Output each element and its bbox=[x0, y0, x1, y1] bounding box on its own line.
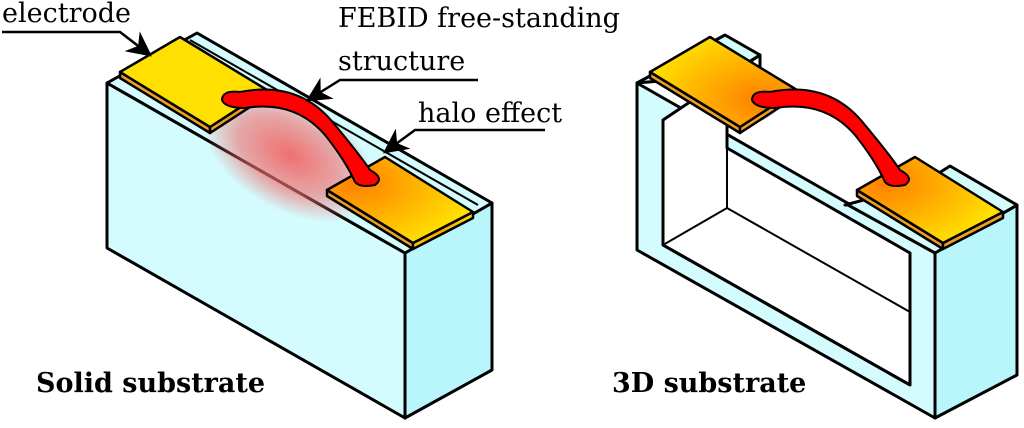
febid-structure-3d bbox=[750, 88, 910, 187]
solid-substrate-caption: Solid substrate bbox=[36, 368, 265, 399]
leader-lines bbox=[2, 30, 545, 154]
febid-label-line1: FEBID free-standing bbox=[338, 3, 620, 34]
3d-substrate-caption: 3D substrate bbox=[612, 368, 806, 399]
electrode-label: electrode bbox=[2, 0, 131, 29]
halo-label: halo effect bbox=[418, 98, 562, 129]
febid-structure bbox=[220, 88, 380, 187]
febid-label-line2: structure bbox=[338, 46, 465, 77]
